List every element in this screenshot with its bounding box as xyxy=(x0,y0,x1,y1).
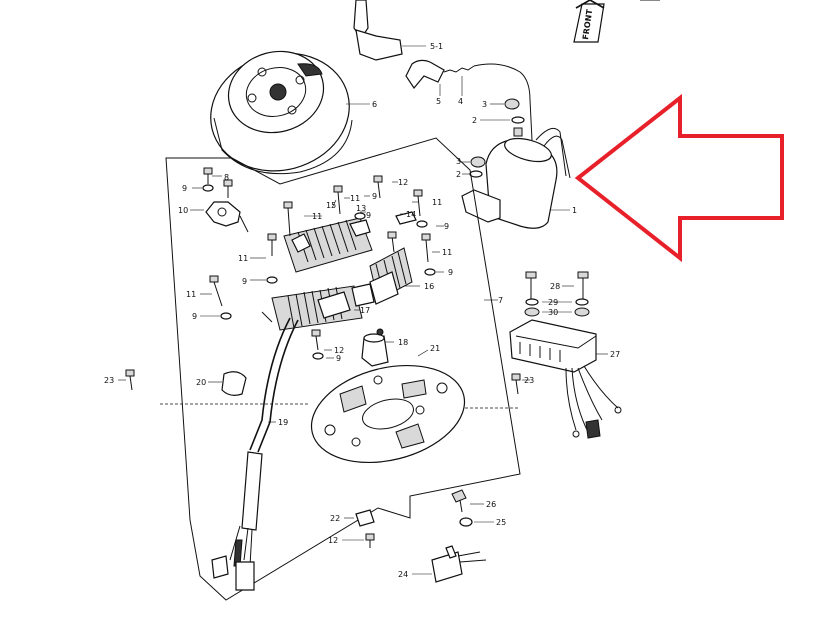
front-label: FRONT xyxy=(581,8,594,40)
callout-15: 15 xyxy=(326,201,336,210)
callout-11e: 11 xyxy=(442,248,452,257)
stator-coil-15 xyxy=(283,217,373,273)
callout-1: 1 xyxy=(572,206,577,215)
callout-8: 8 xyxy=(224,173,229,182)
bolts-and-washers xyxy=(209,175,436,360)
pickup-unit xyxy=(361,328,389,367)
callout-3a: 3 xyxy=(482,100,487,109)
regulator-rectifier xyxy=(509,271,622,439)
wire-harness xyxy=(211,317,299,591)
stator-base-plate xyxy=(310,364,466,464)
callout-18: 18 xyxy=(398,338,408,347)
leader-lines xyxy=(200,181,444,359)
callout-19: 19 xyxy=(278,418,288,427)
callout-10: 10 xyxy=(178,206,188,215)
callout-9f: 9 xyxy=(448,268,453,277)
callout-5: 5 xyxy=(436,97,441,106)
callout-9h: 9 xyxy=(336,354,341,363)
callout-21: 21 xyxy=(430,344,440,353)
callout-4: 4 xyxy=(458,97,463,106)
callout-labels: 5-1 5 4 6 3 2 3 2 1 8 9 10 12 15 11 11 1… xyxy=(104,42,620,579)
callout-12c: 12 xyxy=(328,536,338,545)
callout-9b: 9 xyxy=(366,211,371,220)
callout-9d: 9 xyxy=(444,222,449,231)
grommet-and-screw xyxy=(118,369,247,396)
callout-24: 24 xyxy=(398,570,408,579)
spark-plug-cap xyxy=(353,0,533,141)
callout-20: 20 xyxy=(196,378,206,387)
callout-3b: 3 xyxy=(456,157,461,166)
callout-22: 22 xyxy=(330,514,340,523)
callout-30: 30 xyxy=(548,308,558,317)
callout-29: 29 xyxy=(548,298,558,307)
callout-16: 16 xyxy=(424,282,434,291)
callout-9g-left: 9 xyxy=(192,312,197,321)
callout-11d: 11 xyxy=(238,254,248,263)
flywheel-rotor xyxy=(210,50,370,175)
callout-26: 26 xyxy=(486,500,496,509)
callout-11c: 11 xyxy=(432,198,442,207)
callout-12b: 12 xyxy=(334,346,344,355)
callout-9a: 9 xyxy=(182,184,187,193)
callout-6: 6 xyxy=(372,100,377,109)
callout-23a: 23 xyxy=(104,376,114,385)
callout-28: 28 xyxy=(550,282,560,291)
callout-2b: 2 xyxy=(456,170,461,179)
callout-12a: 12 xyxy=(398,178,408,187)
front-indicator: FRONT xyxy=(573,0,605,43)
bottom-parts xyxy=(342,489,494,583)
callout-17: 17 xyxy=(360,306,370,315)
callout-27: 27 xyxy=(610,350,620,359)
callout-2a: 2 xyxy=(472,116,477,125)
callout-7: 7 xyxy=(498,296,503,305)
stator-plate-outline xyxy=(160,137,521,601)
callout-25: 25 xyxy=(496,518,506,527)
callout-5-1: 5-1 xyxy=(430,42,443,51)
callout-23b: 23 xyxy=(524,376,534,385)
callout-11b: 11 xyxy=(350,194,360,203)
callout-13: 13 xyxy=(356,204,366,213)
callout-14: 14 xyxy=(406,210,416,219)
ignition-coil xyxy=(461,98,571,229)
callout-11a: 11 xyxy=(312,212,322,221)
stator-coil-16 xyxy=(369,247,413,305)
bolt-group-left-top xyxy=(190,167,249,233)
callout-11f: 11 xyxy=(186,290,196,299)
highlight-arrow xyxy=(574,93,784,263)
callout-9e: 9 xyxy=(242,277,247,286)
stator-coil-17 xyxy=(271,283,375,331)
callout-9c: 9 xyxy=(372,192,377,201)
